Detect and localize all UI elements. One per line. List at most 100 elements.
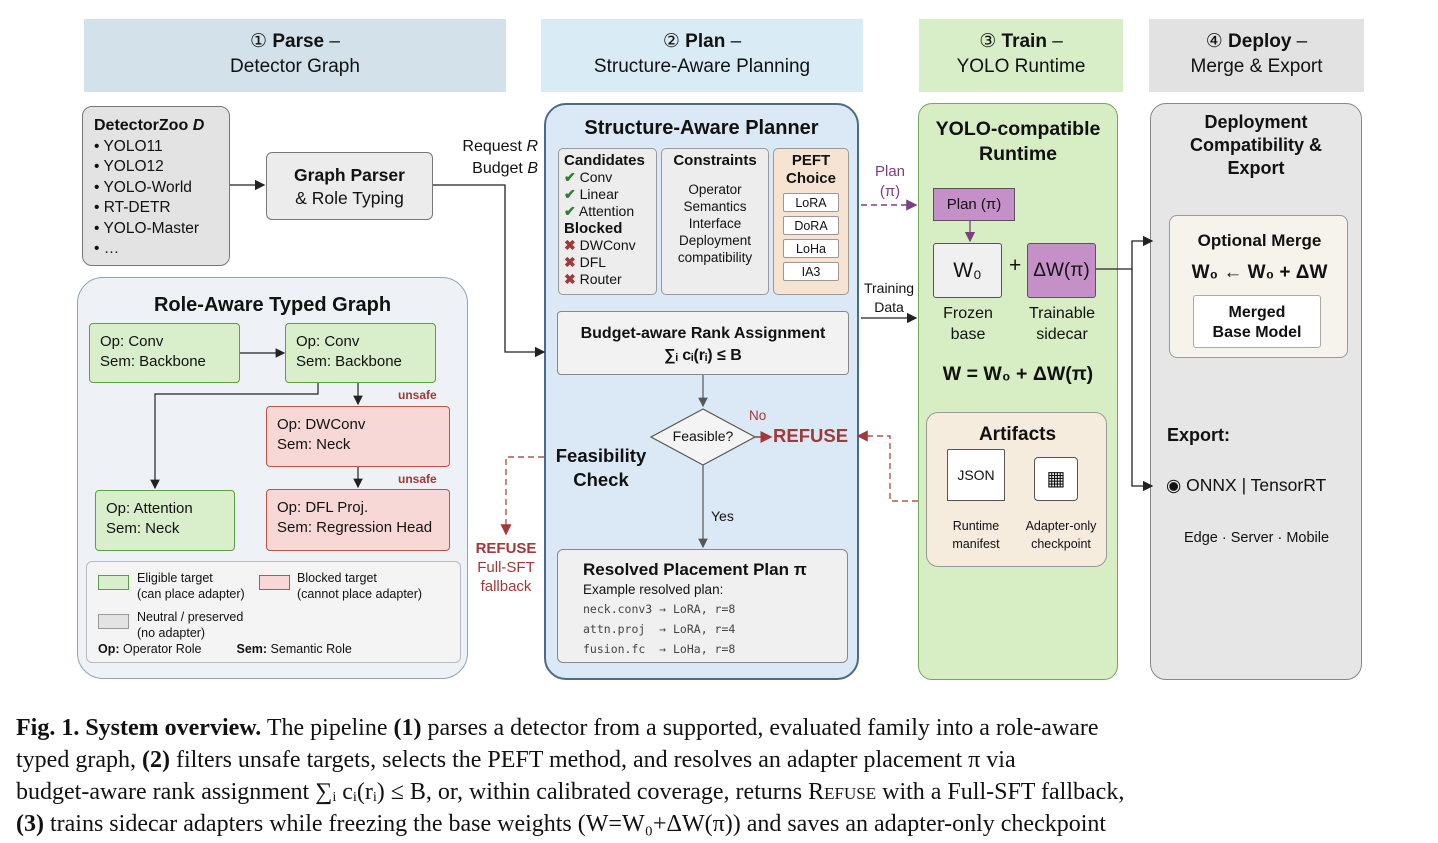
blocked-label: DWConv: [579, 237, 636, 253]
feasibility-check-label: Feasibility Check: [548, 444, 654, 492]
detector-zoo-var: D: [192, 117, 205, 134]
check-icon: ✔: [564, 186, 576, 202]
detector-zoo-title: DetectorZoo D: [94, 116, 229, 137]
optional-merge-box: Optional Merge W₀ ← W₀ + ΔW Merged Base …: [1169, 215, 1348, 358]
graph-node-conv-1: Op: Conv Sem: Backbone: [89, 323, 240, 383]
delta-w-box: ΔW(π): [1027, 243, 1096, 298]
request-label: Request R Budget B: [442, 136, 538, 180]
deploy-panel: [1150, 103, 1362, 680]
frozen-2: base: [950, 326, 986, 343]
deploy-title-1: Deployment: [1204, 112, 1308, 132]
w0-box: W₀: [933, 243, 1002, 298]
node-sem: Sem: Neck: [106, 520, 180, 537]
merged-1: Merged: [1228, 304, 1286, 321]
artifacts-box: Artifacts JSON Runtime manifest ▦ Adapte…: [926, 412, 1107, 567]
feasibility-check-1: Feasibility: [555, 445, 647, 466]
constraint-item: Deployment: [678, 233, 752, 248]
header-parse-title: Parse: [272, 31, 325, 52]
caption-l3a: budget-aware rank assignment ∑ᵢ cᵢ(rᵢ) ≤…: [16, 779, 809, 805]
deploy-title: Deployment Compatibility & Export: [1150, 111, 1362, 180]
header-plan-title: Plan: [685, 31, 726, 52]
peft-title-2: Choice: [785, 170, 836, 187]
legend-sem-text: Semantic Role: [267, 642, 352, 656]
check-icon: ✔: [564, 203, 576, 219]
legend-neutral-2: (no adapter): [137, 625, 206, 640]
plan-arrow-l1: Plan: [874, 163, 906, 180]
plan-line: attn.proj → LoRA, r=4: [583, 622, 736, 636]
request-var: R: [526, 138, 538, 155]
cross-icon: ✖: [564, 271, 576, 287]
plan-line: fusion.fc → LoHa, r=8: [583, 642, 736, 656]
peft-chip-ia3: IA3: [783, 262, 839, 281]
zoo-item: • YOLO-World: [94, 178, 192, 196]
legend-blocked-1: Blocked target: [297, 571, 377, 585]
no-label: No: [749, 408, 767, 423]
graph-node-dwconv: Op: DWConv Sem: Neck: [266, 406, 450, 467]
fallback-refuse: REFUSE: [475, 540, 537, 557]
header-plan-dash: –: [725, 31, 742, 52]
graph-edges: [150, 348, 363, 490]
merged-base-box: Merged Base Model: [1193, 295, 1321, 348]
budget-text: Budget: [472, 160, 523, 177]
yes-label: Yes: [711, 508, 734, 524]
deploy-title-3: Export: [1227, 158, 1285, 178]
header-deploy-num: ④: [1205, 31, 1223, 52]
export-title: Export:: [1167, 425, 1230, 445]
blocked-label: Router: [579, 271, 622, 287]
zoo-item: • YOLO-Master: [94, 219, 200, 237]
graph-parser-line2: & Role Typing: [295, 188, 404, 208]
caption-t1: The pipeline: [261, 715, 394, 741]
legend-roles: Op: Operator Role Sem: Semantic Role: [98, 642, 352, 658]
detector-zoo-title-text: DetectorZoo: [94, 117, 189, 134]
header-deploy-dash: –: [1291, 31, 1308, 52]
trainable-2: sidecar: [1036, 326, 1088, 343]
header-plan-num: ②: [662, 31, 680, 52]
merge-title: Optional Merge: [1197, 231, 1322, 250]
candidate-label: Attention: [578, 203, 635, 219]
trainable-sidecar-label: Trainable sidecar: [1018, 303, 1106, 345]
artifacts-title: Artifacts: [978, 424, 1057, 445]
caption-l2b: filters unsafe targets, selects the PEFT…: [169, 747, 1016, 773]
feasibility-check-2: Check: [573, 469, 629, 490]
ckpt-1: Adapter-only: [1025, 519, 1097, 533]
frozen-base-label: Frozen base: [928, 303, 1008, 345]
planner-flow: [649, 375, 773, 549]
zoo-item: • YOLO12: [94, 158, 164, 175]
header-train-sub: YOLO Runtime: [956, 56, 1086, 77]
trainable-1: Trainable: [1028, 305, 1096, 322]
adapter-checkpoint-label: Adapter-only checkpoint: [1015, 517, 1107, 553]
graph-node-attention: Op: Attention Sem: Neck: [95, 490, 235, 551]
checkpoint-icon: ▦: [1034, 457, 1078, 501]
constraints-box: Constraints Operator Semantics Interface…: [661, 148, 769, 295]
constraint-item: Semantics: [683, 199, 747, 214]
caption-line-2: typed graph, (2) filters unsafe targets,…: [16, 744, 1428, 776]
unsafe-label: unsafe: [398, 388, 437, 402]
json-doc-icon: JSON: [947, 449, 1005, 501]
unsafe-label: unsafe: [398, 472, 437, 486]
training-data-label: Training Data: [860, 279, 918, 317]
radio-selected-icon: ◉: [1166, 475, 1182, 495]
node-op: Op: DFL Proj.: [277, 499, 369, 516]
node-sem: Sem: Regression Head: [277, 519, 433, 536]
export-format: ◉ ONNX | TensorRT: [1166, 475, 1326, 496]
legend-blocked-2: (cannot place adapter): [297, 586, 423, 601]
caption-s2: (2): [141, 747, 170, 773]
header-train: ③ Train – YOLO Runtime: [919, 19, 1123, 92]
frozen-1: Frozen: [943, 305, 993, 322]
parser-to-planner-arrow: [433, 184, 546, 358]
legend-swatch-blocked: [259, 575, 290, 590]
budget-title: Budget-aware Rank Assignment: [580, 325, 826, 342]
typed-graph-title: Role-Aware Typed Graph: [153, 294, 392, 316]
graph-legend: Eligible target (can place adapter) Bloc…: [86, 561, 461, 663]
caption-l3b: with a Full-SFT fallback,: [876, 779, 1125, 805]
cross-icon: ✖: [564, 237, 576, 253]
candidate-item: ✔ Attention: [564, 203, 656, 220]
peft-chip-loha: LoHa: [783, 239, 839, 258]
peft-choice-box: PEFT Choice LoRA DoRA LoHa IA3: [773, 148, 849, 295]
header-plan-sub: Structure-Aware Planning: [593, 56, 811, 77]
planner-title: Structure-Aware Planner: [584, 117, 819, 139]
node-op: Op: DWConv: [277, 416, 366, 433]
graph-node-dfl: Op: DFL Proj. Sem: Regression Head: [266, 489, 450, 551]
peft-chip-lora: LoRA: [783, 193, 839, 212]
constraint-item: Interface: [688, 216, 742, 231]
